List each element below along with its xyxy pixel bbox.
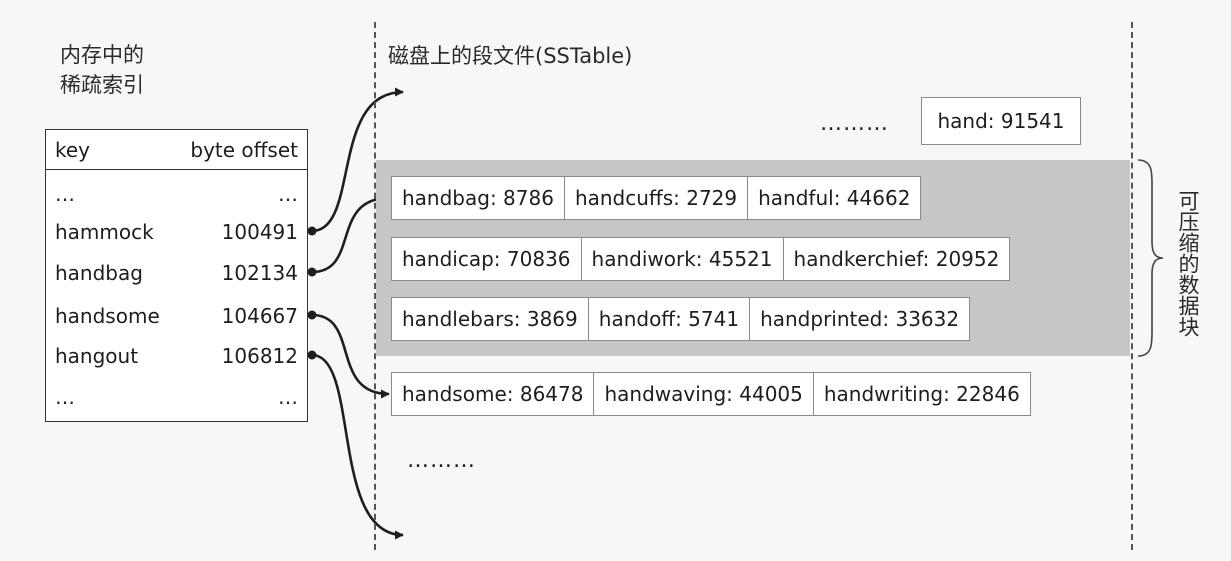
disk-title: 磁盘上的段文件(SSTable) bbox=[388, 44, 633, 68]
index-header: key byte offset bbox=[46, 130, 307, 170]
index-offset: 102134 bbox=[221, 261, 298, 285]
index-title-line: 内存中的 bbox=[60, 43, 144, 67]
index-offset: 106812 bbox=[221, 344, 298, 368]
index-offset: 104667 bbox=[221, 304, 298, 328]
header-key: key bbox=[55, 138, 91, 162]
index-offset: … bbox=[278, 385, 298, 409]
index-key: … bbox=[55, 182, 75, 206]
segment-entry: handcuffs: 2729 bbox=[565, 177, 749, 219]
sparse-index-table: key byte offset … … hammock 100491 handb… bbox=[45, 129, 308, 422]
segment-boundary-right bbox=[1131, 22, 1133, 550]
index-offset: 100491 bbox=[221, 220, 298, 244]
arrow-hangout bbox=[311, 353, 404, 540]
segment-entry: handbag: 8786 bbox=[392, 177, 565, 219]
segment-entry: handkerchief: 20952 bbox=[793, 247, 1000, 271]
index-key: hangout bbox=[55, 344, 139, 368]
segment-entry: handwaving: 44005 bbox=[594, 373, 814, 415]
index-key: handbag bbox=[55, 261, 143, 285]
index-title: 内存中的 稀疏索引 bbox=[60, 40, 200, 100]
segment-entry: handprinted: 33632 bbox=[760, 307, 960, 331]
anchor-dot bbox=[307, 310, 317, 320]
compressed-block-label: 可压缩的数据块 bbox=[1176, 189, 1200, 337]
index-offset: … bbox=[278, 182, 298, 206]
ellipsis: ……… bbox=[407, 448, 476, 473]
ellipsis: ……… bbox=[820, 111, 889, 136]
segment-row: handicap: 70836 handiwork: 45521 handker… bbox=[391, 237, 1011, 281]
segment-entry: handiwork: 45521 bbox=[582, 238, 784, 280]
segment-row: handlebars: 3869 handoff: 5741 handprint… bbox=[391, 297, 971, 341]
index-key: … bbox=[55, 385, 75, 409]
anchor-dot bbox=[307, 226, 317, 236]
segment-entry: handicap: 70836 bbox=[392, 238, 582, 280]
segment-entry: hand: 91541 bbox=[921, 97, 1081, 145]
header-offset: byte offset bbox=[190, 138, 298, 162]
segment-entry: handsome: 86478 bbox=[392, 373, 595, 415]
segment-entry: handwriting: 22846 bbox=[823, 382, 1020, 406]
segment-entry: handoff: 5741 bbox=[589, 298, 751, 340]
index-key: hammock bbox=[55, 220, 154, 244]
segment-entry: handlebars: 3869 bbox=[392, 298, 589, 340]
segment-row: handsome: 86478 handwaving: 44005 handwr… bbox=[391, 372, 1031, 416]
index-title-line: 稀疏索引 bbox=[60, 73, 144, 97]
segment-entry: handful: 44662 bbox=[758, 186, 911, 210]
curly-brace bbox=[1137, 159, 1164, 357]
anchor-dot bbox=[307, 350, 317, 360]
index-key: handsome bbox=[55, 304, 160, 328]
segment-boundary-left bbox=[374, 22, 376, 550]
anchor-dot bbox=[307, 267, 317, 277]
segment-row: handbag: 8786 handcuffs: 2729 handful: 4… bbox=[391, 176, 922, 220]
